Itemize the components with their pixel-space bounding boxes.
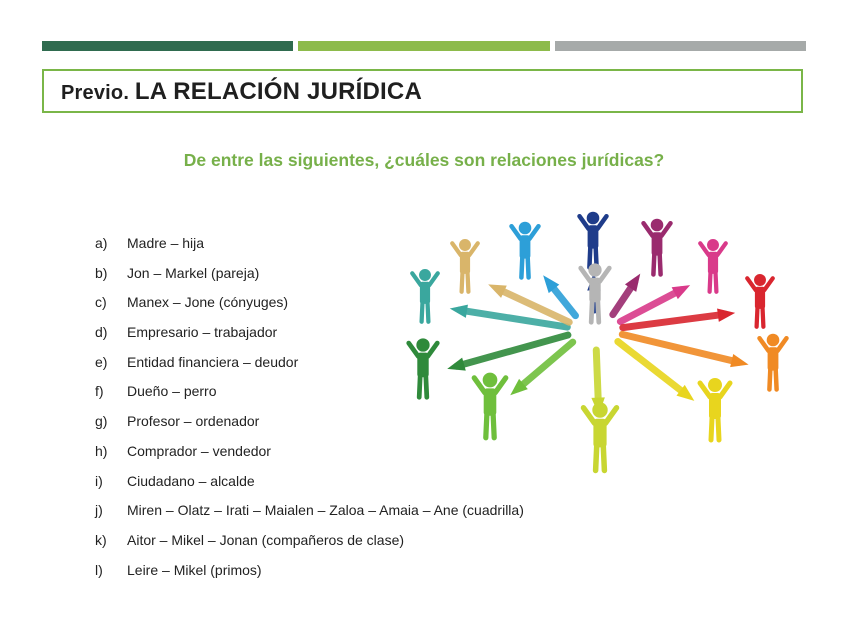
top-bar-gray (555, 41, 806, 51)
list-text: Empresario – trabajador (127, 324, 278, 341)
arrow-head-shape (488, 284, 507, 298)
list-item: d) Empresario – trabajador (95, 320, 524, 350)
question-heading: De entre las siguientes, ¿cuáles son rel… (183, 150, 665, 170)
list-marker: e) (95, 353, 108, 370)
arrow-shape (514, 338, 577, 393)
list-text: Jon – Markel (pareja) (127, 264, 260, 281)
arrow-shape (614, 338, 690, 399)
people-network-illustration (395, 200, 805, 500)
list-item: c) Manex – Jone (cónyuges) (95, 290, 524, 320)
arrow-head-shape (730, 354, 749, 368)
title-main: LA RELACIÓN JURÍDICA (134, 78, 422, 105)
arrow-head-shape (717, 308, 736, 322)
arrow-head-shape (671, 285, 691, 300)
list-item: i) Ciudadano – alcalde (95, 469, 524, 499)
person-figure-icon (509, 221, 541, 280)
arrow-head-shape (543, 275, 560, 294)
person-figure-icon (406, 338, 440, 400)
list-text: Dueño – perro (127, 383, 217, 400)
list-marker: k) (95, 531, 107, 548)
list-marker: h) (95, 442, 108, 459)
list-text: Miren – Olatz – Irati – Maialen – Zaloa … (127, 502, 524, 519)
list-item: f) Dueño – perro (95, 379, 524, 409)
arrow-shape (592, 346, 602, 409)
list-item: g) Profesor – ordenador (95, 409, 524, 439)
list-marker: b) (95, 264, 108, 281)
top-bar-dark-green (42, 41, 293, 51)
list-marker: g) (95, 413, 108, 430)
person-figure-icon (698, 239, 728, 294)
list-text: Manex – Jone (cónyuges) (127, 294, 289, 311)
list-item: e) Entidad financiera – deudor (95, 350, 524, 380)
arrow-head-shape (449, 304, 468, 318)
arrow-shape (619, 310, 729, 332)
person-figure-icon (471, 372, 509, 441)
arrow-head-shape (676, 384, 695, 401)
list-text: Madre – hija (127, 235, 205, 251)
top-bar-light-green (298, 41, 550, 51)
list-marker: l) (95, 561, 103, 578)
arrow-shape (456, 306, 571, 331)
page-title: Previo. LA RELACIÓN JURÍDICA (61, 78, 422, 106)
list-item: h) Comprador – vendedor (95, 439, 524, 469)
arrow-head-shape (624, 273, 641, 292)
person-figure-icon (577, 211, 609, 270)
title-box: Previo. LA RELACIÓN JURÍDICA (42, 69, 803, 113)
list-marker: f) (95, 383, 104, 400)
list-text: Aitor – Mikel – Jonan (compañeros de cla… (127, 531, 405, 548)
arrow-shape (616, 286, 685, 326)
person-figure-icon (757, 333, 789, 392)
list-marker: d) (95, 324, 108, 341)
people-network-svg (406, 211, 789, 474)
list-item: l) Leire – Mikel (primos) (95, 558, 524, 588)
list-marker: j) (95, 502, 103, 519)
person-figure-icon (641, 218, 673, 277)
arrow-head-shape (447, 357, 466, 371)
list-marker: c) (95, 294, 107, 311)
person-figure-icon (745, 274, 775, 329)
list-marker: i) (95, 472, 103, 489)
relations-list: a) Madre – hija b) Jon – Markel (pareja) c… (95, 231, 524, 587)
center-person-icon (578, 263, 612, 325)
list-text: Ciudadano – alcalde (127, 472, 255, 489)
person-figure-icon (450, 239, 480, 294)
person-figure-icon (580, 402, 620, 474)
arrow-shape (618, 330, 743, 366)
list-item: a) Madre – hija (95, 231, 524, 261)
arrow-shape (493, 285, 573, 326)
title-prefix: Previo. (61, 82, 135, 104)
list-item: j) Miren – Olatz – Irati – Maialen – Zalo… (95, 498, 524, 528)
list-item: k) Aitor – Mikel – Jonan (compañeros de c… (95, 528, 524, 558)
list-text: Comprador – vendedor (127, 442, 271, 459)
arrow-shape (453, 331, 572, 370)
person-figure-icon (697, 378, 733, 443)
arrow-head-shape (510, 378, 528, 396)
person-figure-icon (410, 269, 440, 324)
list-text: Profesor – ordenador (127, 413, 260, 430)
list-marker: a) (95, 235, 108, 251)
list-item: b) Jon – Markel (pareja) (95, 261, 524, 291)
list-text: Entidad financiera – deudor (127, 353, 299, 370)
list-text: Leire – Mikel (primos) (127, 561, 262, 578)
